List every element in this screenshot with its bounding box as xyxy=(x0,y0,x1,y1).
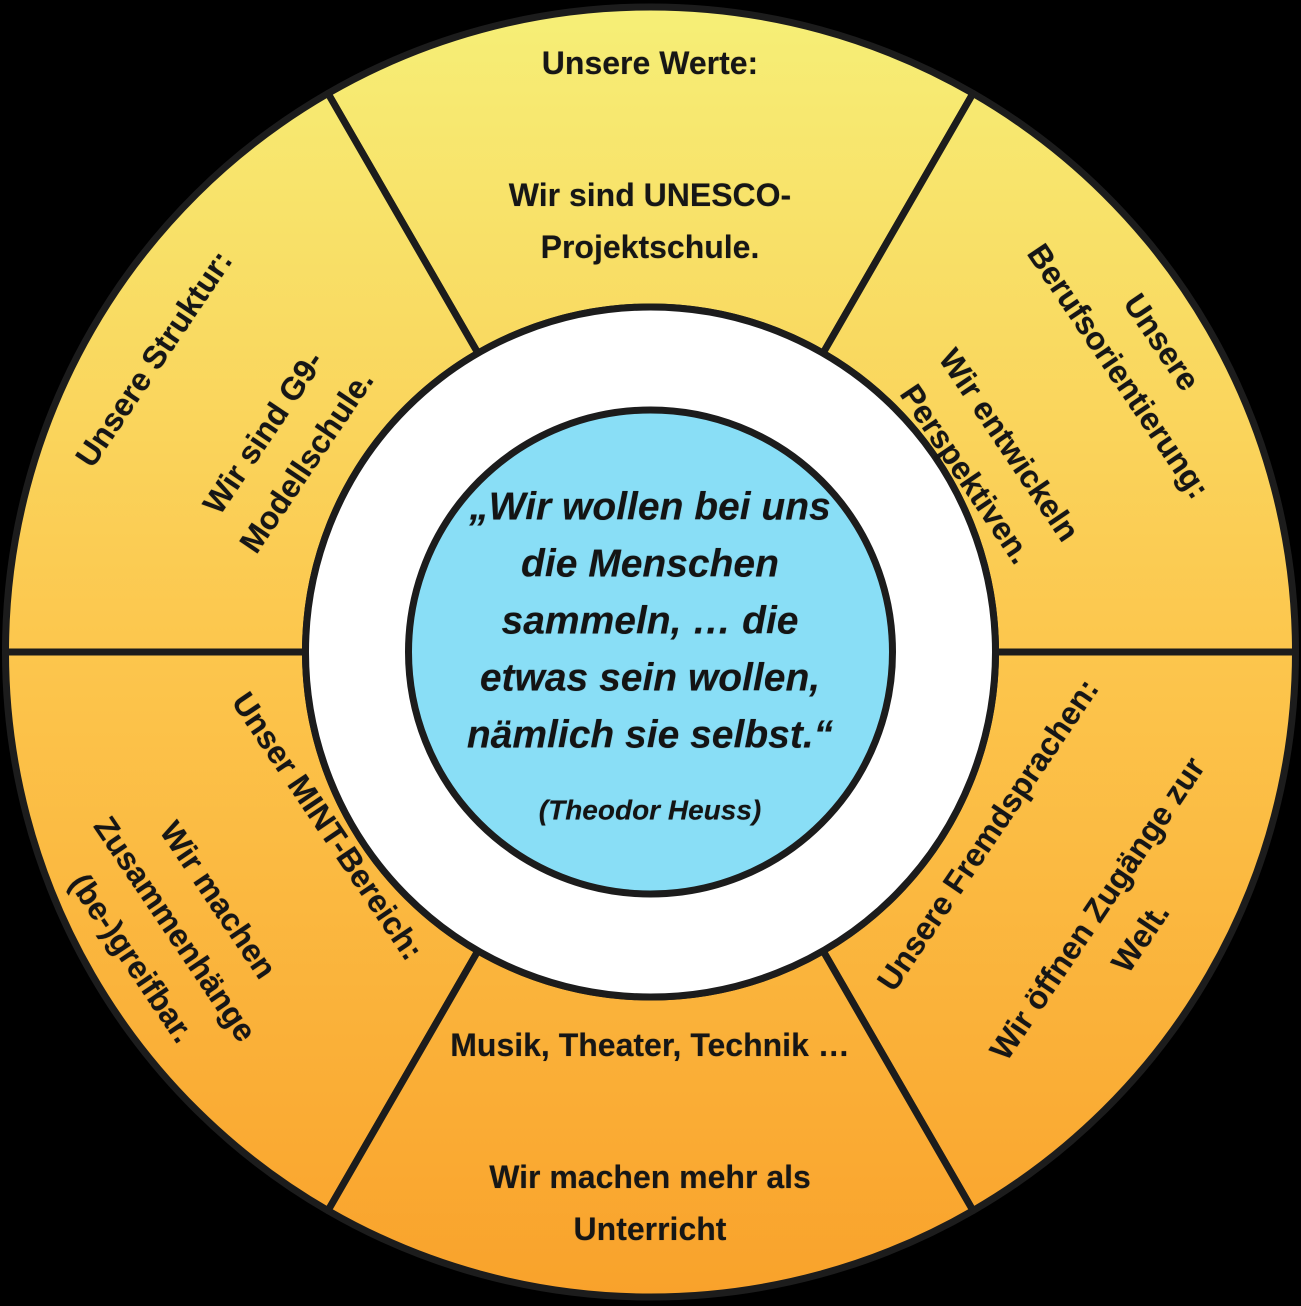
segment-label-werte: Unsere Werte: Wir sind UNESCO- Projektsc… xyxy=(509,0,791,325)
center-circle xyxy=(405,406,896,898)
segment-body: Wir machen mehr als Unterricht xyxy=(489,1159,811,1247)
segment-label-musik-theater-technik: Musik, Theater, Technik … Wir machen meh… xyxy=(450,967,850,1306)
segment-title: Unsere Werte: xyxy=(541,45,759,81)
center-quote-block: „Wir wollen bei uns die Menschen sammeln… xyxy=(467,461,833,848)
quote-text: „Wir wollen bei uns die Menschen sammeln… xyxy=(466,485,834,757)
quote-attribution: (Theodor Heuss) xyxy=(538,794,762,826)
segment-body: Wir sind UNESCO- Projektschule. xyxy=(508,177,792,265)
segment-title: Musik, Theater, Technik … xyxy=(450,1027,850,1063)
